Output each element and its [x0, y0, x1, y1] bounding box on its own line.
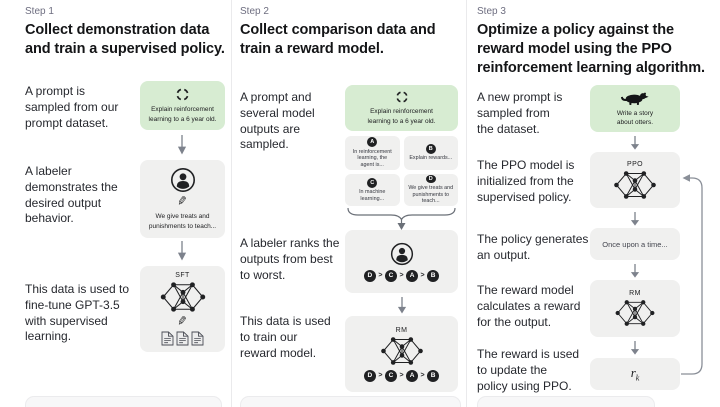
- option-letter-badge: B: [425, 143, 436, 154]
- step2-caption-prompt: A prompt and several model outputs are s…: [240, 90, 315, 152]
- step3-caption-output: The policy generates an output.: [477, 232, 589, 262]
- option-text: In machine learning...: [359, 189, 386, 202]
- person-in-circle-icon: [390, 242, 413, 265]
- neural-network-icon: [615, 300, 655, 326]
- step2-rm-box: RM D > C > A > B: [345, 316, 458, 392]
- rank-badge: D: [363, 269, 376, 282]
- step1-prompt-box: Explain reinforcement learning to a 6 ye…: [140, 81, 225, 130]
- step3-caption-update: The reward is used to update the policy …: [477, 347, 580, 393]
- down-arrow-icon: [177, 241, 187, 261]
- step1-sft-box: SFT ✎: [140, 266, 225, 352]
- step1-caption-prompt: A prompt is sampled from our prompt data…: [25, 84, 119, 130]
- rank-badge: B: [427, 269, 440, 282]
- down-arrow-icon: [630, 264, 640, 278]
- rank-badge: D: [363, 369, 376, 382]
- reward-value: rk: [630, 365, 640, 383]
- option-letter-badge: A: [367, 137, 378, 148]
- output-option-b: B Explain rewards...: [403, 136, 458, 170]
- step3-title: Optimize a policy against the reward mod…: [477, 22, 705, 76]
- document-icon: [161, 331, 174, 346]
- option-letter-badge: D: [425, 175, 436, 184]
- column-divider-2: [466, 0, 467, 407]
- bottom-card-edge: [477, 396, 655, 407]
- step1-title: Collect demonstration data and train a s…: [25, 22, 225, 57]
- down-arrow-icon: [630, 212, 640, 226]
- step2-caption-train: This data is used to train our reward mo…: [240, 314, 331, 360]
- column-divider-1: [231, 0, 232, 407]
- step3-output-box: Once upon a time...: [590, 228, 680, 260]
- ranking-row: D > C > A > B: [363, 269, 440, 282]
- rm-label: RM: [629, 290, 641, 297]
- step2-caption-rank: A labeler ranks the outputs from best to…: [240, 236, 340, 282]
- step1-label: Step 1: [25, 6, 54, 17]
- otter-silhouette-icon: [620, 92, 649, 105]
- rank-badge: A: [406, 369, 419, 382]
- option-text: In reinforcement learning, the agent is.…: [352, 148, 392, 169]
- step1-caption-labeler: A labeler demonstrates the desired outpu…: [25, 164, 118, 226]
- rank-separator: >: [420, 272, 425, 279]
- document-icon: [191, 331, 204, 346]
- rank-separator: >: [399, 372, 404, 379]
- step2-prompt-box: Explain reinforcement learning to a 6 ye…: [345, 85, 458, 131]
- step1-demonstration-text: We give treats and punishments to teach.…: [148, 213, 217, 230]
- option-text: We give treats and punishments to teach.…: [408, 184, 454, 205]
- step3-label: Step 3: [477, 6, 506, 17]
- step1-labeler-box: ✎ We give treats and punishments to teac…: [140, 160, 225, 238]
- pencil-icon: ✎: [176, 313, 189, 329]
- step2-label: Step 2: [240, 6, 269, 17]
- neural-network-icon: [160, 282, 205, 312]
- step3-rm-box: RM: [590, 280, 680, 337]
- step3-ppo-box: PPO: [590, 152, 680, 208]
- feedback-loop-arrow: [680, 172, 706, 380]
- output-option-d: D We give treats and punishments to teac…: [403, 174, 458, 206]
- output-option-a: A In reinforcement learning, the agent i…: [345, 136, 400, 170]
- down-arrow-icon: [630, 341, 640, 355]
- model-outputs-grid: A In reinforcement learning, the agent i…: [345, 136, 458, 206]
- step3-reward-box: rk: [590, 358, 680, 390]
- rank-badge: A: [406, 269, 419, 282]
- step3-prompt-text: Write a story about otters.: [616, 109, 654, 126]
- step3-prompt-box: Write a story about otters.: [590, 85, 680, 132]
- person-in-circle-icon: [170, 168, 195, 193]
- cycle-arrows-icon: [176, 88, 189, 102]
- rank-separator: >: [378, 272, 383, 279]
- neural-network-icon: [380, 336, 423, 365]
- step2-labeler-rank-box: D > C > A > B: [345, 230, 458, 293]
- document-icon: [176, 331, 189, 346]
- ranking-row: D > C > A > B: [363, 369, 440, 382]
- output-option-c: C In machine learning...: [345, 174, 400, 206]
- rank-badge: C: [384, 369, 397, 382]
- bottom-card-edge: [25, 396, 222, 407]
- step3-caption-init: The PPO model is initialized from the su…: [477, 158, 575, 204]
- rank-separator: >: [399, 272, 404, 279]
- rm-label: RM: [395, 326, 408, 334]
- step2-title: Collect comparison data and train a rewa…: [240, 22, 436, 57]
- down-arrow-icon: [177, 135, 187, 155]
- bottom-card-edge: [240, 396, 461, 407]
- documents-icon: [161, 331, 204, 346]
- option-text: Explain rewards...: [409, 155, 453, 162]
- pencil-icon: ✎: [176, 193, 189, 210]
- option-letter-badge: C: [367, 177, 378, 188]
- policy-output-text: Once upon a time...: [602, 239, 668, 249]
- step3-caption-prompt: A new prompt is sampled from the dataset…: [477, 90, 563, 136]
- cycle-arrows-icon: [395, 91, 408, 104]
- ppo-label: PPO: [627, 160, 643, 168]
- step3-caption-reward: The reward model calculates a reward for…: [477, 283, 581, 329]
- rank-separator: >: [378, 372, 383, 379]
- sft-label: SFT: [175, 272, 190, 279]
- step2-prompt-text: Explain reinforcement learning to a 6 ye…: [367, 108, 436, 125]
- rank-badge: C: [384, 269, 397, 282]
- rank-separator: >: [420, 372, 425, 379]
- rank-badge: B: [427, 369, 440, 382]
- down-arrow-icon: [630, 136, 640, 150]
- neural-network-icon: [614, 170, 656, 199]
- brace-down-icon: [345, 206, 458, 232]
- step1-caption-finetune: This data is used to fine-tune GPT-3.5 w…: [25, 282, 130, 344]
- step1-prompt-text: Explain reinforcement learning to a 6 ye…: [148, 106, 217, 123]
- down-arrow-icon: [397, 297, 407, 314]
